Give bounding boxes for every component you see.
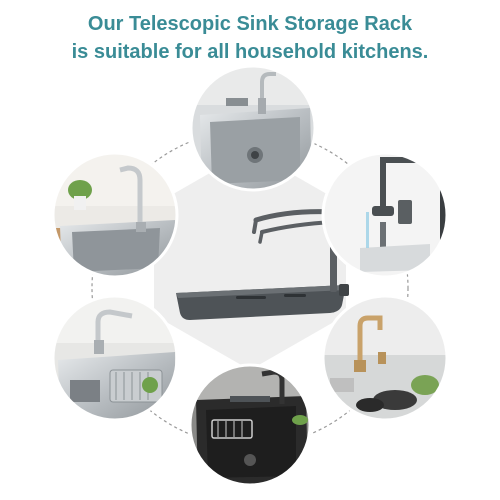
headline-line-2: is suitable for all household kitchens. [71,41,429,63]
wall-faucet-icon [321,151,449,279]
sink-colander-icon [51,294,179,422]
stainless-sink-plant-icon [51,151,179,279]
gold-faucet-sink-icon [321,294,449,422]
headline: Our Telescopic Sink Storage Rack is suit… [0,10,500,66]
black-sink-rack-icon [188,363,312,487]
headline-line-1: Our Telescopic Sink Storage Rack [87,13,413,35]
